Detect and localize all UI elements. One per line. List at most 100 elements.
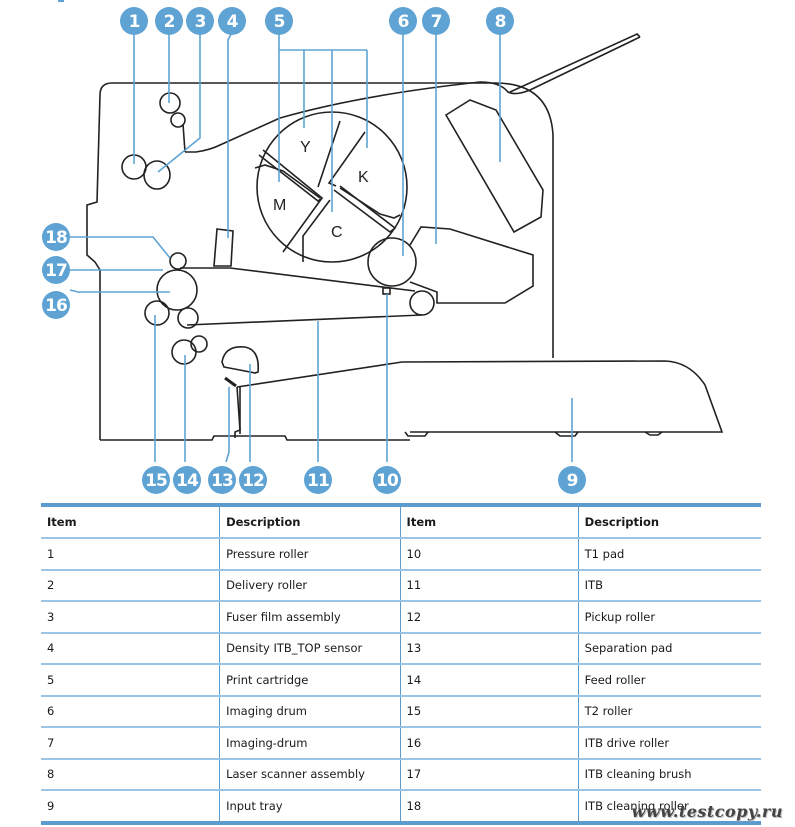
feed-roller — [171, 339, 197, 365]
callout-5: 5 — [265, 7, 293, 35]
printer-diagram: Y K M C — [42, 7, 724, 494]
item-number: 11 — [399, 569, 579, 602]
item-description: Pickup roller — [577, 601, 761, 634]
svg-text:18: 18 — [45, 228, 67, 248]
item-description: T2 roller — [577, 695, 761, 728]
itb-end-roller — [409, 290, 435, 316]
item-description: ITB drive roller — [577, 727, 761, 760]
callout-14: 14 — [173, 466, 201, 494]
density-sensor — [213, 228, 234, 267]
item-number: 15 — [399, 695, 579, 728]
svg-text:8: 8 — [495, 12, 506, 32]
item-number: 16 — [399, 727, 579, 760]
svg-text:9: 9 — [567, 471, 578, 491]
item-description: Imaging-drum — [219, 727, 401, 760]
delivery-roller-small — [170, 112, 186, 128]
callout-4: 4 — [218, 7, 246, 35]
svg-text:5: 5 — [274, 12, 285, 32]
callout-6: 6 — [389, 7, 417, 35]
svg-text:3: 3 — [195, 12, 206, 32]
item-description: Imaging drum — [219, 695, 401, 728]
svg-text:7: 7 — [431, 12, 442, 32]
item-description: Fuser film assembly — [219, 601, 401, 634]
item-description: Print cartridge — [219, 664, 401, 697]
corner-mark — [58, 0, 64, 2]
item-number: 2 — [41, 569, 220, 602]
callout-1: 1 — [120, 7, 148, 35]
item-description: T1 pad — [577, 538, 761, 571]
item-description: Input tray — [219, 790, 401, 823]
callout-11: 11 — [304, 466, 332, 494]
imaging-drum — [367, 237, 417, 287]
callout-15: 15 — [142, 466, 170, 494]
item-number: 7 — [41, 727, 220, 760]
callout-17: 17 — [42, 256, 70, 284]
table-header-row: Item Description Item Description — [41, 505, 761, 539]
item-description: Laser scanner assembly — [219, 758, 401, 791]
item-number: 14 — [399, 664, 579, 697]
item-description: ITB cleaning roller — [577, 790, 761, 823]
callouts: 1 2 3 4 5 6 7 8 9 10 11 12 13 14 15 16 1… — [42, 7, 586, 494]
svg-text:16: 16 — [45, 296, 67, 316]
svg-text:11: 11 — [307, 471, 329, 491]
item-number: 3 — [41, 601, 220, 634]
fuser-film-assembly — [143, 160, 171, 190]
item-number: 13 — [399, 632, 579, 665]
item-number: 5 — [41, 664, 220, 697]
item-number: 4 — [41, 632, 220, 665]
svg-text:6: 6 — [398, 12, 409, 32]
leader-lines — [69, 31, 573, 463]
item-number: 6 — [41, 695, 220, 728]
item-description: ITB — [577, 569, 761, 602]
callout-12: 12 — [239, 466, 267, 494]
callout-8: 8 — [486, 7, 514, 35]
svg-text:12: 12 — [242, 471, 264, 491]
callout-13: 13 — [208, 466, 236, 494]
svg-text:2: 2 — [164, 12, 175, 32]
svg-text:17: 17 — [45, 261, 67, 281]
header-description: Description — [219, 505, 401, 539]
callout-18: 18 — [42, 223, 70, 251]
itb-drive-roller — [156, 269, 198, 311]
item-number: 9 — [47, 798, 55, 813]
item-number: 17 — [399, 758, 579, 791]
itb-small-roller — [177, 307, 199, 329]
feed-roller-small — [190, 335, 208, 353]
svg-text:10: 10 — [376, 471, 399, 491]
header-description: Description — [577, 505, 761, 539]
cartridge-letter-m: M — [273, 197, 286, 214]
item-number: 8 — [41, 758, 220, 791]
item-number: 12 — [399, 601, 579, 634]
callout-9: 9 — [558, 466, 586, 494]
item-description: ITB cleaning brush — [577, 758, 761, 791]
item-number: 1 — [41, 538, 220, 571]
separation-pad — [224, 376, 237, 388]
callout-7: 7 — [422, 7, 450, 35]
svg-text:13: 13 — [211, 471, 233, 491]
callout-16: 16 — [42, 291, 70, 319]
item-number: 18 — [399, 790, 579, 823]
item-description: Pressure roller — [219, 538, 401, 571]
pickup-roller — [221, 345, 260, 374]
fuser-area — [121, 92, 186, 190]
itb-cleaning-roller — [169, 252, 187, 270]
header-item: Item — [399, 505, 579, 539]
t1-pad — [382, 287, 391, 295]
item-number: 10 — [399, 538, 579, 571]
item-description: Density ITB_TOP sensor — [219, 632, 401, 665]
callout-2: 2 — [155, 7, 183, 35]
item-description: Delivery roller — [219, 569, 401, 602]
watermark: www.testcopy.ru — [631, 802, 783, 821]
callout-10: 10 — [373, 466, 401, 494]
item-description: Feed roller — [577, 664, 761, 697]
cartridge-letter-k: K — [358, 169, 369, 186]
svg-text:15: 15 — [145, 471, 167, 491]
t2-roller — [144, 300, 170, 326]
svg-text:14: 14 — [176, 471, 199, 491]
